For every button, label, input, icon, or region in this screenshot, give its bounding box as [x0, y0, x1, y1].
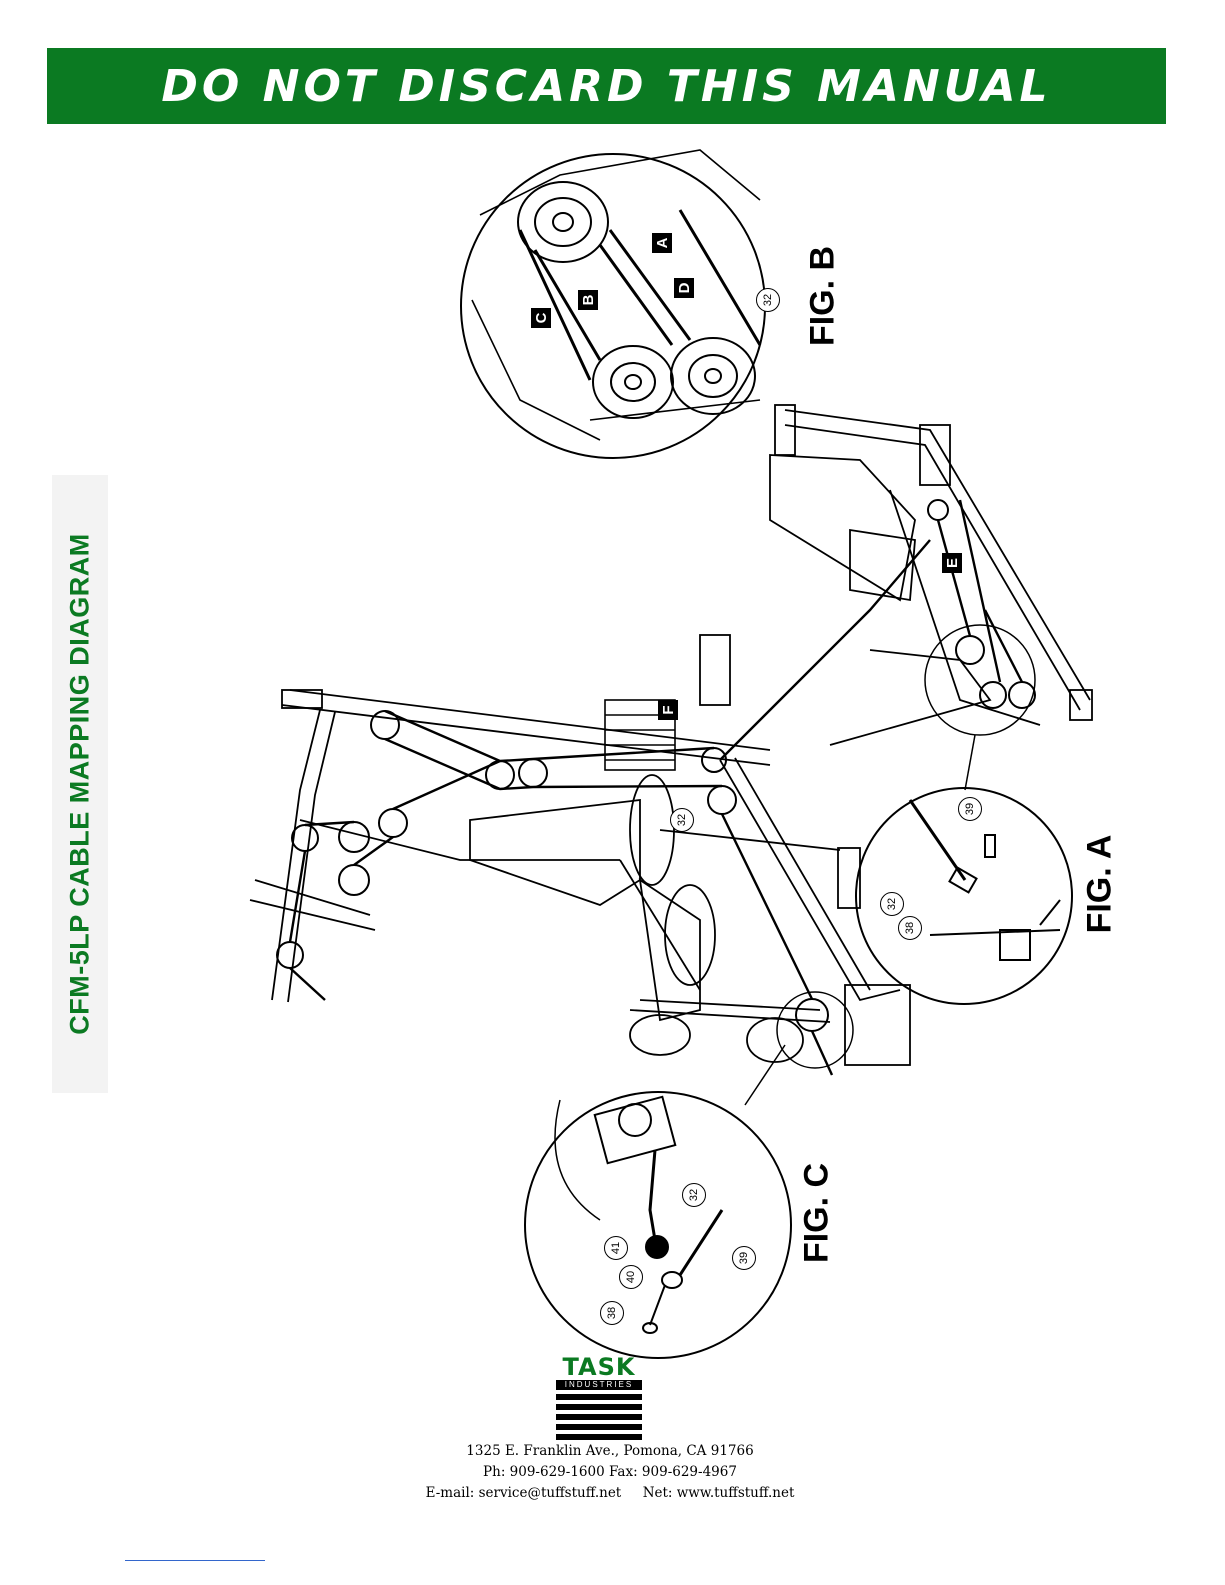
part-number-nut-fig-a: 38: [898, 916, 922, 940]
fig-a-contents: [910, 800, 1060, 960]
logo-wordmark: TASK: [556, 1355, 642, 1379]
part-number-nut-fig-c: 38: [600, 1301, 624, 1325]
leg-press-frame: [770, 405, 1092, 745]
footer-rule: [125, 1560, 265, 1561]
fig-b-pulley-lower-left: [593, 346, 673, 418]
main-cables: [290, 540, 930, 1075]
logo-bar: [556, 1414, 642, 1420]
fig-b-label: FIG. B: [804, 246, 843, 346]
email-web: E-mail: service@tuffstuff.net Net: www.t…: [350, 1483, 870, 1504]
logo-bar: [556, 1404, 642, 1410]
street-address: 1325 E. Franklin Ave., Pomona, CA 91766: [350, 1441, 870, 1462]
fig-c-label: FIG. C: [798, 1163, 837, 1263]
logo-bar: [556, 1434, 642, 1440]
logo-bar: [556, 1424, 642, 1430]
callout-e: E: [942, 553, 962, 573]
machine-frame: [250, 635, 910, 1065]
fig-b-pulley-lower-right: [671, 338, 755, 414]
phone-fax: Ph: 909-629-1600 Fax: 909-629-4967: [350, 1462, 870, 1483]
callout-d: D: [674, 278, 694, 298]
callout-a: A: [652, 233, 672, 253]
part-number-washer-fig-c: 40: [619, 1265, 643, 1289]
fig-a-leader: [965, 735, 975, 790]
callout-b: B: [578, 290, 598, 310]
logo-bar: [556, 1394, 642, 1400]
callout-c: C: [531, 308, 551, 328]
part-number-cable-main: 32: [670, 808, 694, 832]
fig-b-cables: [520, 210, 760, 380]
fig-c-detail-circle: [525, 1092, 791, 1358]
part-number-bolt-fig-a: 39: [958, 797, 982, 821]
callout-f: F: [658, 700, 678, 720]
fig-c-contents: [555, 1097, 722, 1333]
logo-subtitle: INDUSTRIES: [556, 1380, 642, 1390]
fig-a-label: FIG. A: [1081, 835, 1120, 934]
part-number-cable-fig-a: 32: [880, 892, 904, 916]
part-number-cable-fig-b: 32: [756, 288, 780, 312]
company-address-block: 1325 E. Franklin Ave., Pomona, CA 91766 …: [350, 1441, 870, 1504]
part-number-bolt-fig-c: 39: [732, 1246, 756, 1270]
part-number-cable-fig-c: 32: [682, 1183, 706, 1207]
part-number-ball-stop-fig-c: 41: [604, 1236, 628, 1260]
task-industries-logo: TASK INDUSTRIES: [556, 1355, 642, 1440]
fig-b-pulley-large: [518, 182, 608, 262]
fig-c-leader: [745, 1045, 785, 1105]
